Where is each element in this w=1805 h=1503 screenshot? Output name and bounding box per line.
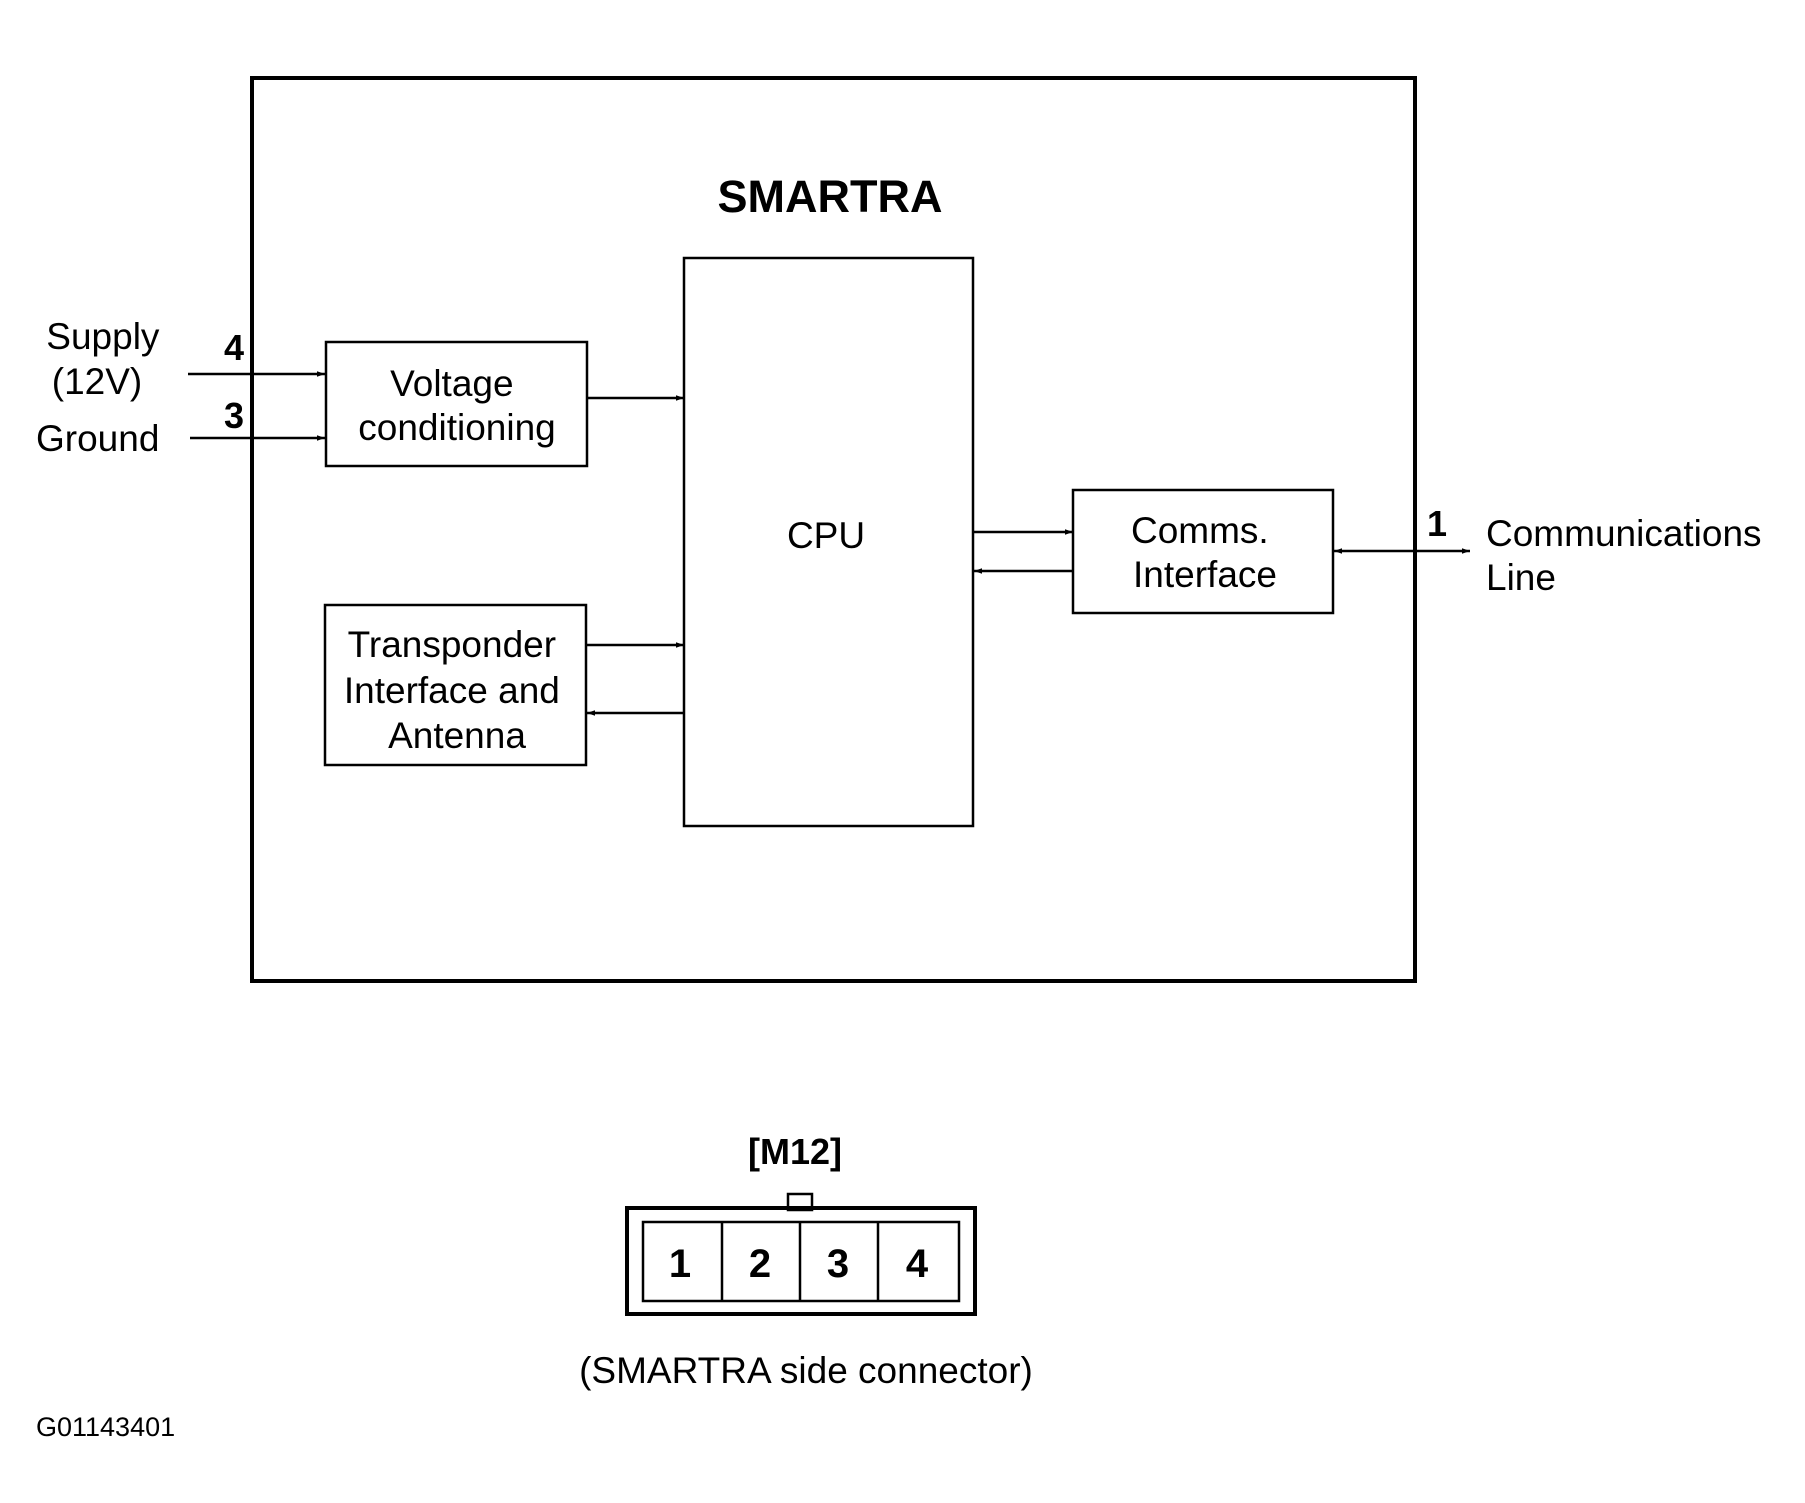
connector-name: [M12]: [748, 1131, 842, 1172]
voltage-conditioning-label: Voltage conditioning: [358, 363, 555, 448]
communications-line-label: Communications Line: [1486, 513, 1772, 598]
transponder-interface-label: Transponder Interface and Antenna: [344, 624, 570, 756]
comms-interface-block: [1071, 488, 1335, 615]
cpu-block: [682, 256, 975, 828]
transponder-interface-block: [323, 603, 588, 767]
supply-label: Supply (12V): [46, 316, 169, 402]
module-title: SMARTRA: [718, 171, 943, 222]
comms-interface-label: Comms. Interface: [1131, 510, 1279, 595]
voltage-conditioning-block: [324, 340, 589, 468]
connector-pin-1: 1: [669, 1242, 691, 1286]
connector-caption: (SMARTRA side connector): [579, 1350, 1033, 1391]
module-boundary: [250, 76, 1417, 983]
connector-housing: [625, 1206, 977, 1316]
figure-code: G01143401: [36, 1412, 175, 1442]
connector-pin-4: 4: [906, 1242, 929, 1286]
connector-pin-2: 2: [749, 1242, 771, 1286]
cpu-label: CPU: [787, 515, 865, 556]
ground-label: Ground: [36, 418, 159, 459]
ground-pin-number: 3: [224, 395, 244, 436]
connector-pin-3: 3: [827, 1242, 849, 1286]
supply-pin-number: 4: [224, 327, 244, 368]
communications-pin-number: 1: [1427, 503, 1447, 544]
